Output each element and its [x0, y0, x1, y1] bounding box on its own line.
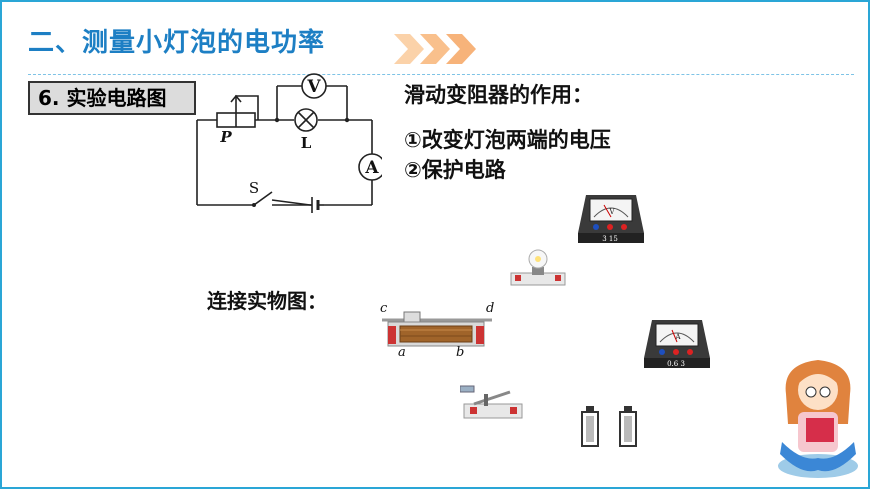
switch-device — [460, 385, 523, 419]
terminal-a-label: a — [398, 345, 406, 360]
battery-device — [581, 406, 637, 447]
lamp-device — [510, 249, 566, 286]
title-divider — [28, 74, 854, 75]
terminal-c-label: c — [380, 301, 388, 316]
rheostat-role-item: ②保护电路 — [404, 158, 506, 182]
connect-physical-label: 连接实物图： — [207, 289, 327, 313]
rheostat-device: c d a b — [380, 301, 494, 360]
switch-label: S — [249, 179, 259, 197]
voltmeter-range-label: 3 15 — [602, 235, 618, 243]
girl-illustration — [778, 360, 858, 478]
ammeter-range-label: 0.6 3 — [667, 360, 685, 368]
terminal-b-label: b — [456, 345, 464, 360]
terminal-d-label: d — [486, 301, 494, 316]
circuit-diagram: V A L P S — [196, 73, 382, 213]
rheostat-role-item: ①改变灯泡两端的电压 — [404, 128, 611, 152]
ammeter-symbol: A — [364, 158, 379, 178]
chevron-decoration-icon — [394, 34, 476, 64]
voltmeter-face-label: V — [608, 208, 615, 216]
ammeter-face-label: A — [674, 333, 681, 341]
slider-label: P — [219, 128, 232, 146]
voltmeter-symbol: V — [306, 77, 321, 97]
rheostat-role-heading: 滑动变阻器的作用： — [404, 83, 593, 107]
lamp-label: L — [301, 134, 312, 152]
section-label: 6. 实验电路图 — [28, 81, 196, 115]
page-title: 二、测量小灯泡的电功率 — [28, 28, 326, 58]
voltmeter-device: V 3 15 — [578, 195, 644, 243]
ammeter-device: A 0.6 3 — [644, 320, 710, 368]
